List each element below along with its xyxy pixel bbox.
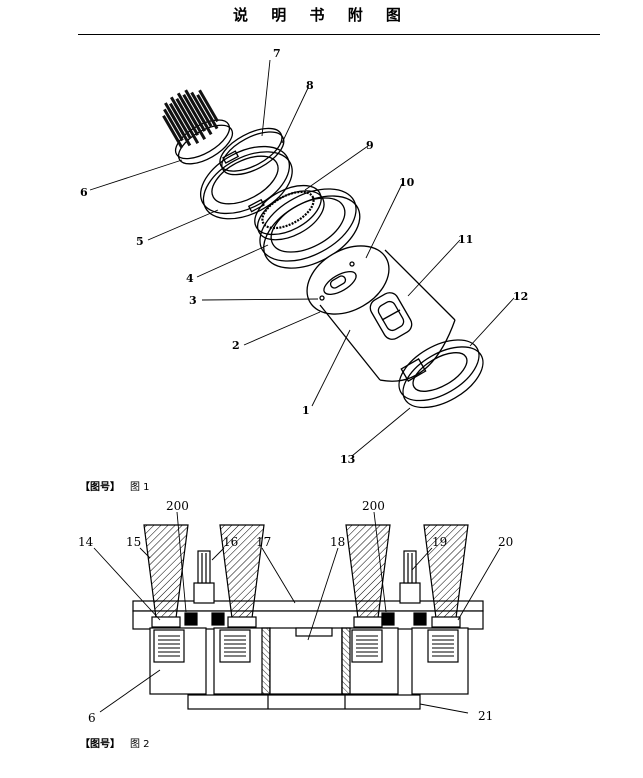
brush-head-part (162, 89, 234, 165)
fig2-label-200-right: 200 (362, 499, 385, 513)
fig2-label-19: 19 (432, 535, 447, 549)
bottom-cap-part (398, 339, 484, 409)
fig1-label-7: 7 (273, 47, 281, 60)
body-cylinder-part (306, 245, 456, 382)
figure1-drawing (89, 59, 515, 457)
fig2-label-21: 21 (478, 709, 493, 723)
fig1-label-2: 2 (232, 339, 240, 352)
fig1-label-13: 13 (340, 453, 355, 466)
figure1-caption-text: 图 1 (130, 482, 150, 493)
page-header-title: 说 明 书 附 图 (233, 6, 410, 24)
figure2-caption: 【图号】图 2 (80, 735, 150, 750)
fig1-label-8: 8 (306, 79, 314, 92)
fig1-label-9: 9 (366, 139, 374, 152)
fig2-label-6: 6 (88, 711, 96, 725)
fig1-label-6: 6 (80, 186, 88, 199)
fig2-label-20: 20 (498, 535, 513, 549)
ring-part-7 (219, 127, 285, 176)
fig2-label-14: 14 (78, 535, 94, 549)
fig2-label-15: 15 (126, 535, 141, 549)
fig2-label-17: 17 (256, 535, 271, 549)
fig1-label-11: 11 (458, 233, 473, 246)
fig1-label-3: 3 (189, 294, 197, 307)
fig1-label-1: 1 (302, 404, 310, 417)
figure1-caption-tag: 【图号】 (80, 482, 120, 493)
fig1-label-4: 4 (186, 272, 194, 285)
fig1-label-10: 10 (399, 176, 415, 189)
figure2-drawing (93, 511, 501, 714)
figure2-caption-text: 图 2 (130, 739, 150, 750)
figure1-labels: 1 2 3 4 5 6 7 8 9 10 11 12 13 (80, 47, 528, 466)
header-rule (78, 34, 600, 35)
figure2-caption-tag: 【图号】 (80, 739, 120, 750)
figure2-labels: 14 15 200 16 17 18 200 19 20 6 21 (78, 499, 513, 725)
fig1-label-5: 5 (136, 235, 144, 248)
fig2-label-200-left: 200 (166, 499, 189, 513)
figure1-caption: 【图号】图 1 (80, 478, 150, 493)
fig2-label-16: 16 (223, 535, 238, 549)
fig1-label-12: 12 (513, 290, 528, 303)
fig2-label-18: 18 (330, 535, 345, 549)
ring-part-5 (199, 145, 293, 220)
